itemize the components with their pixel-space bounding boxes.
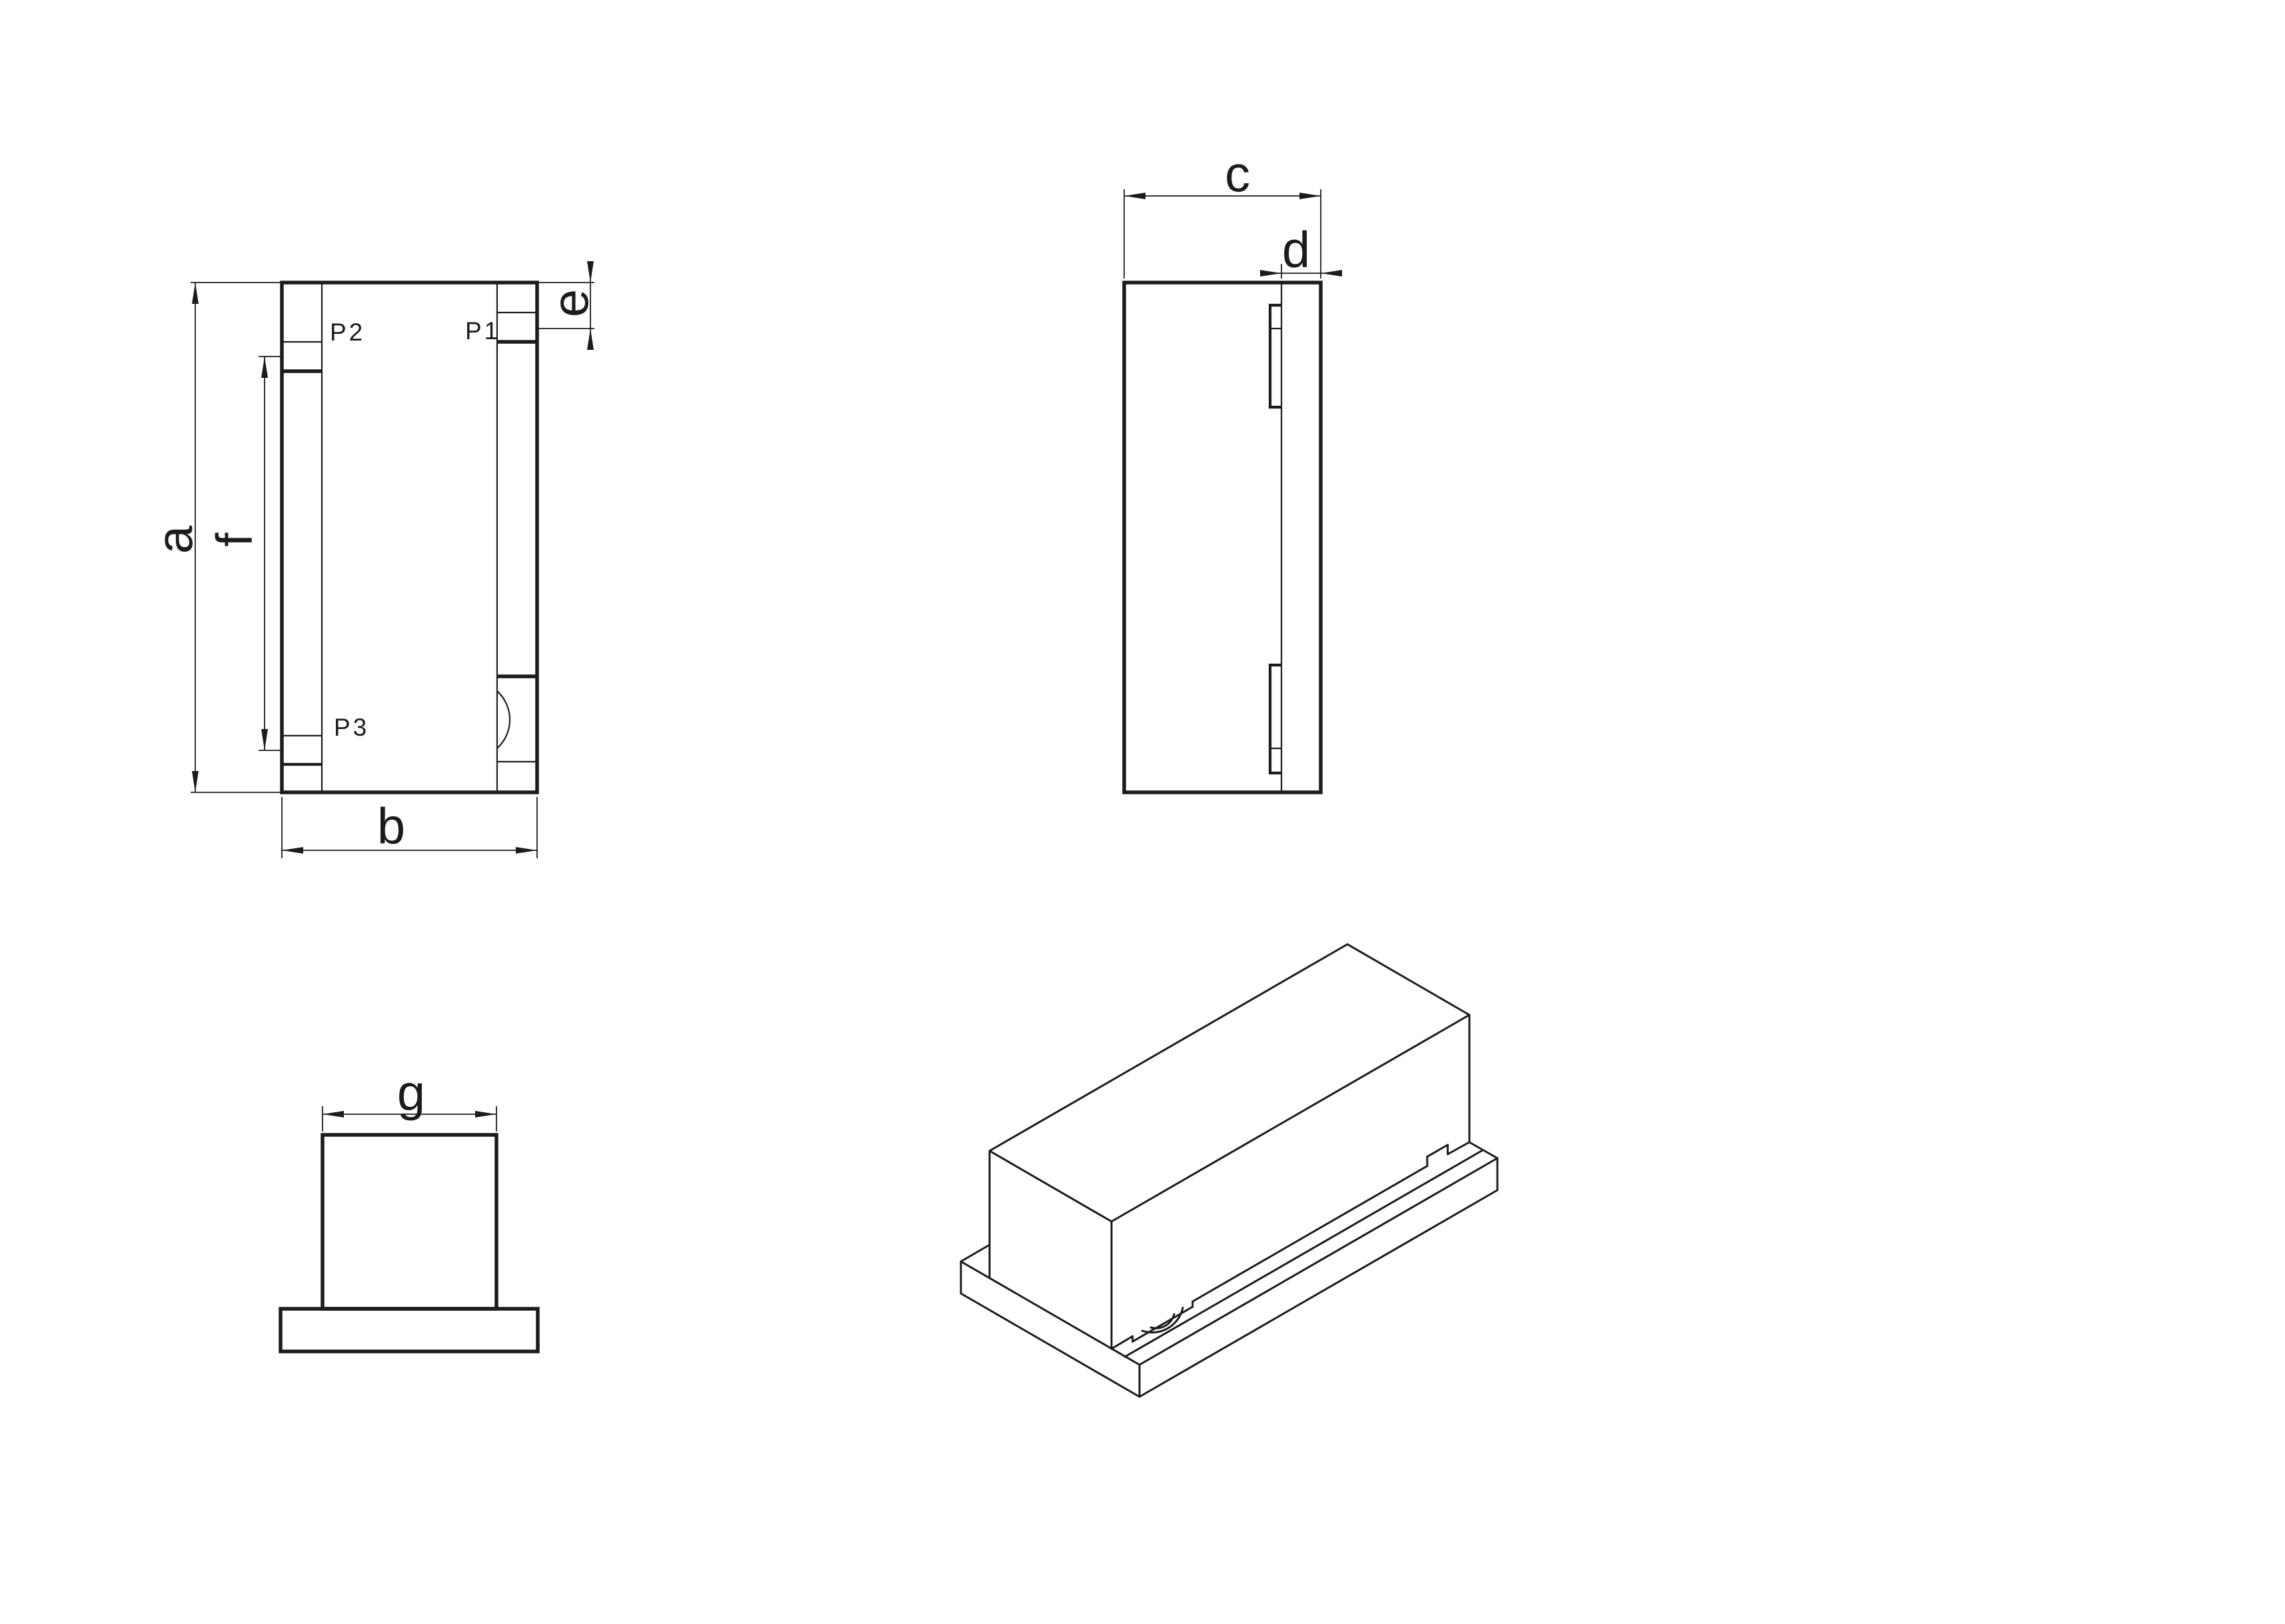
front-view-geometry — [280, 281, 539, 794]
side-view: c d — [1122, 147, 1342, 794]
dim-label-a: a — [147, 525, 204, 554]
dim-label-b: b — [377, 798, 405, 855]
dim-label-f: f — [207, 532, 263, 547]
section-view-geometry — [279, 1133, 540, 1353]
isometric-flange-features — [1110, 1141, 1471, 1350]
dim-label-e: e — [543, 289, 600, 317]
port-label-p3: P3 — [334, 714, 369, 741]
dimension-e: e — [537, 261, 600, 350]
section-view: g — [279, 1065, 540, 1353]
dimension-f: f — [207, 356, 282, 751]
notch-arc — [496, 690, 511, 749]
isometric-body — [988, 943, 1471, 1350]
dim-label-c: c — [1225, 147, 1250, 203]
port-labels: P2 P1 P3 — [330, 317, 500, 741]
notch-arc-outer — [1141, 1307, 1184, 1333]
port-label-p1: P1 — [465, 317, 500, 345]
dimension-b: b — [281, 797, 538, 858]
isometric-base-plate — [960, 1141, 1499, 1398]
dim-label-g: g — [397, 1065, 425, 1122]
dim-label-d: d — [1282, 222, 1310, 279]
notch-arc-inner — [1149, 1313, 1175, 1329]
isometric-view — [960, 943, 1499, 1398]
port-label-p2: P2 — [330, 319, 365, 346]
front-view: a f e b P2 P1 P — [147, 261, 600, 858]
dimension-g: g — [322, 1065, 497, 1132]
dimension-c: c — [1124, 147, 1321, 279]
dimension-d: d — [1260, 222, 1342, 279]
dimension-a: a — [147, 282, 282, 793]
side-view-geometry — [1122, 281, 1323, 794]
